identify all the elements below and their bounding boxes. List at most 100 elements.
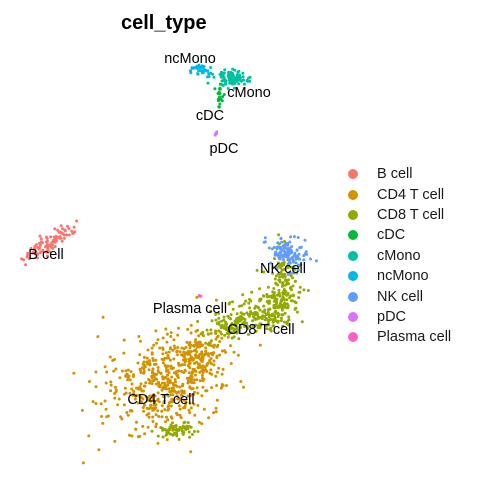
scatter-point-nk-cell	[296, 268, 300, 272]
scatter-point-cd4-t-cell	[204, 341, 208, 345]
scatter-point-cd8-t-cell	[246, 326, 250, 330]
scatter-point-cd8-t-cell	[217, 322, 221, 326]
scatter-point-cd4-t-cell	[142, 371, 146, 375]
scatter-point-nk-cell	[262, 240, 266, 244]
scatter-point-cd4-t-cell	[141, 424, 145, 428]
scatter-point-cd4-t-cell	[124, 374, 128, 378]
scatter-point-cmono	[221, 73, 225, 77]
scatter-point-cd8-t-cell	[168, 425, 172, 429]
scatter-point-cd4-t-cell	[201, 385, 205, 389]
scatter-point-cd8-t-cell	[180, 426, 184, 430]
scatter-point-cd4-t-cell	[161, 336, 165, 340]
scatter-point-cd4-t-cell	[167, 387, 171, 391]
scatter-point-nk-cell	[304, 250, 308, 254]
scatter-point-cd8-t-cell	[161, 428, 165, 432]
scatter-point-cd4-t-cell	[142, 367, 146, 371]
scatter-point-cd4-t-cell	[198, 379, 202, 383]
scatter-point-cmono	[219, 70, 223, 74]
scatter-point-cd4-t-cell	[138, 367, 142, 371]
scatter-point-cd8-t-cell	[217, 311, 221, 315]
scatter-point-cd4-t-cell	[156, 409, 160, 413]
scatter-point-cdc	[213, 87, 217, 91]
scatter-point-cd8-t-cell	[233, 327, 237, 331]
scatter-point-b-cell	[61, 232, 65, 236]
scatter-point-b-cell	[53, 245, 57, 248]
scatter-point-cd4-t-cell	[183, 357, 187, 361]
scatter-point-cd8-t-cell	[300, 320, 304, 324]
scatter-point-cd4-t-cell	[146, 425, 150, 429]
scatter-point-cd4-t-cell	[195, 360, 198, 364]
scatter-point-b-cell	[39, 243, 42, 247]
scatter-point-cd4-t-cell	[186, 394, 190, 398]
scatter-point-cd8-t-cell	[265, 293, 269, 296]
scatter-point-cd4-t-cell	[166, 373, 170, 377]
scatter-point-cd8-t-cell	[262, 294, 266, 298]
scatter-point-cd4-t-cell	[183, 404, 187, 408]
scatter-point-cd4-t-cell	[155, 377, 159, 381]
scatter-point-cd8-t-cell	[274, 300, 278, 304]
scatter-point-cd4-t-cell	[135, 420, 138, 424]
scatter-point-cd4-t-cell	[136, 435, 140, 439]
scatter-point-cd4-t-cell	[139, 339, 142, 343]
scatter-point-cmono	[238, 76, 242, 80]
scatter-point-cd4-t-cell	[130, 387, 134, 391]
scatter-point-b-cell	[48, 243, 52, 247]
scatter-point-cd4-t-cell	[189, 406, 193, 410]
scatter-point-cd4-t-cell	[175, 373, 179, 377]
scatter-point-cmono	[227, 78, 231, 82]
scatter-point-cd4-t-cell	[192, 378, 196, 382]
scatter-point-cd4-t-cell	[189, 323, 193, 327]
scatter-point-plasma-cell	[198, 294, 202, 298]
scatter-point-cd4-t-cell	[145, 360, 149, 364]
legend-key	[348, 311, 358, 322]
scatter-point-cd8-t-cell	[175, 428, 178, 432]
scatter-point-nk-cell	[279, 237, 283, 241]
scatter-point-cd8-t-cell	[291, 284, 295, 288]
scatter-point-b-cell	[62, 236, 66, 240]
scatter-point-cd8-t-cell	[209, 339, 213, 343]
scatter-point-cd8-t-cell	[225, 326, 229, 330]
scatter-point-b-cell	[40, 240, 43, 244]
scatter-point-cd4-t-cell	[216, 334, 220, 338]
scatter-point-cd4-t-cell	[125, 411, 129, 414]
scatter-point-cmono	[226, 87, 230, 90]
scatter-point-cd4-t-cell	[220, 336, 224, 340]
scatter-point-cd4-t-cell	[117, 397, 121, 401]
legend-key	[348, 250, 358, 261]
scatter-point-cd8-t-cell	[227, 332, 231, 336]
scatter-point-cd8-t-cell	[243, 325, 247, 329]
scatter-point-cd4-t-cell	[177, 363, 181, 367]
scatter-point-cd8-t-cell	[229, 325, 233, 328]
scatter-point-cd4-t-cell	[182, 391, 186, 395]
scatter-point-nk-cell	[276, 245, 280, 249]
scatter-point-cd4-t-cell	[153, 394, 157, 398]
scatter-point-cd4-t-cell	[176, 353, 179, 357]
scatter-point-cd8-t-cell	[235, 317, 239, 320]
legend-item-cmono: cMono	[344, 246, 451, 266]
scatter-point-cd8-t-cell	[263, 308, 267, 312]
scatter-point-cd4-t-cell	[180, 346, 184, 350]
scatter-point-cd8-t-cell	[293, 267, 297, 271]
scatter-point-cd8-t-cell	[199, 332, 203, 336]
scatter-point-cd4-t-cell	[166, 383, 170, 387]
scatter-point-cd8-t-cell	[274, 311, 278, 315]
scatter-point-cd4-t-cell	[176, 397, 180, 401]
scatter-point-nk-cell	[275, 266, 279, 270]
scatter-point-cd8-t-cell	[270, 312, 274, 316]
scatter-point-cd4-t-cell	[176, 333, 180, 337]
scatter-point-cd4-t-cell	[113, 358, 116, 361]
scatter-point-cd4-t-cell	[109, 389, 113, 393]
scatter-point-nk-cell	[276, 241, 280, 245]
scatter-point-cmono	[241, 71, 245, 75]
scatter-point-cmono	[237, 82, 241, 86]
scatter-point-cd8-t-cell	[283, 267, 287, 271]
scatter-point-cd8-t-cell	[293, 307, 297, 311]
scatter-point-cd4-t-cell	[126, 378, 130, 382]
scatter-point-cmono	[243, 82, 246, 86]
scatter-point-cdc	[217, 90, 221, 94]
scatter-point-nk-cell	[302, 254, 306, 258]
scatter-point-cd8-t-cell	[257, 306, 261, 310]
scatter-point-cd4-t-cell	[171, 421, 174, 425]
scatter-point-cd4-t-cell	[128, 433, 131, 437]
scatter-point-cd4-t-cell	[188, 346, 192, 350]
